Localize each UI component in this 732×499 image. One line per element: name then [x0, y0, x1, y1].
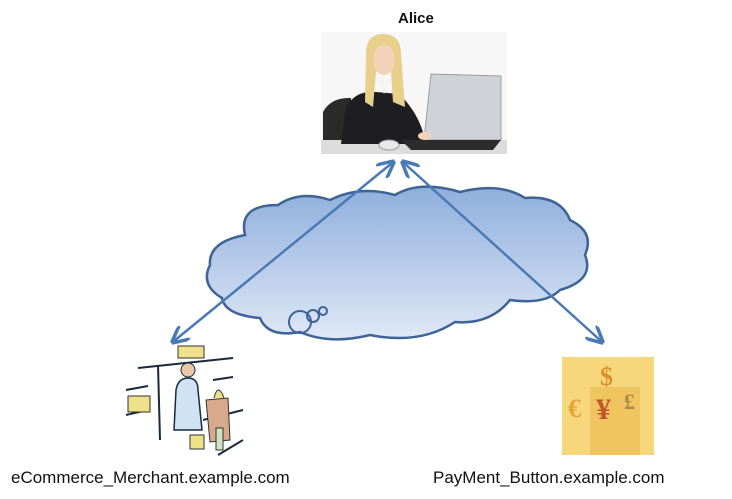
currency-symbols-icon: $ ¥ € £ — [562, 357, 654, 455]
internet-cloud-icon — [205, 185, 590, 341]
merchant-label: eCommerce_Merchant.example.com — [11, 468, 290, 487]
svg-text:¥: ¥ — [596, 393, 611, 426]
payment-label: PayMent_Button.example.com — [433, 468, 665, 487]
svg-text:€: € — [568, 394, 581, 423]
alice-label: Alice — [398, 10, 434, 27]
svg-text:$: $ — [600, 362, 613, 391]
merchant-clipart — [118, 340, 248, 460]
person-at-laptop-icon — [321, 32, 507, 154]
alice-photo — [321, 32, 507, 154]
shopkeeper-icon — [125, 345, 244, 456]
arrow-alice-merchant — [174, 163, 392, 341]
arrow-alice-payment — [404, 163, 601, 341]
payment-clipart: $ ¥ € £ — [562, 357, 654, 455]
svg-text:£: £ — [624, 389, 635, 414]
